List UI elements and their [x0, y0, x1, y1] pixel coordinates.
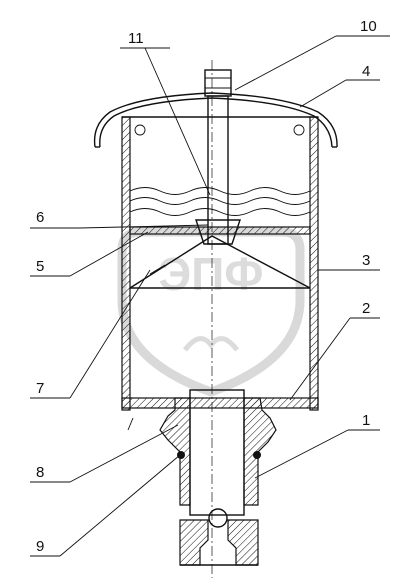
callout-3: 3 — [362, 252, 370, 269]
callout-7: 7 — [36, 380, 44, 397]
body-cylinder — [121, 116, 319, 411]
fitting-body — [159, 397, 277, 506]
callout-2: 2 — [362, 300, 370, 317]
outlet-pipe — [189, 389, 245, 528]
callout-6: 6 — [36, 209, 44, 226]
filter-plate — [129, 226, 311, 235]
o-ring-left — [177, 451, 185, 459]
o-ring-right — [253, 451, 261, 459]
watermark: ЭПФ — [117, 227, 305, 397]
cover-dome-inner — [99, 97, 333, 148]
callout-8: 8 — [36, 464, 44, 481]
float-valve — [195, 219, 241, 245]
top-nut — [204, 69, 232, 97]
central-rod — [207, 95, 229, 245]
liquid-level — [129, 187, 311, 216]
callout-9: 9 — [36, 538, 44, 555]
cover-dome — [93, 92, 338, 148]
callout-10: 10 — [360, 18, 377, 35]
watermark-text: ЭПФ — [158, 248, 263, 300]
callout-11: 11 — [128, 30, 144, 47]
callout-1: 1 — [362, 412, 370, 429]
callout-4: 4 — [362, 63, 370, 80]
bottom-plate — [121, 397, 319, 409]
bottom-nut — [179, 519, 259, 566]
leader-lines — [30, 35, 390, 557]
callout-5: 5 — [36, 258, 44, 275]
